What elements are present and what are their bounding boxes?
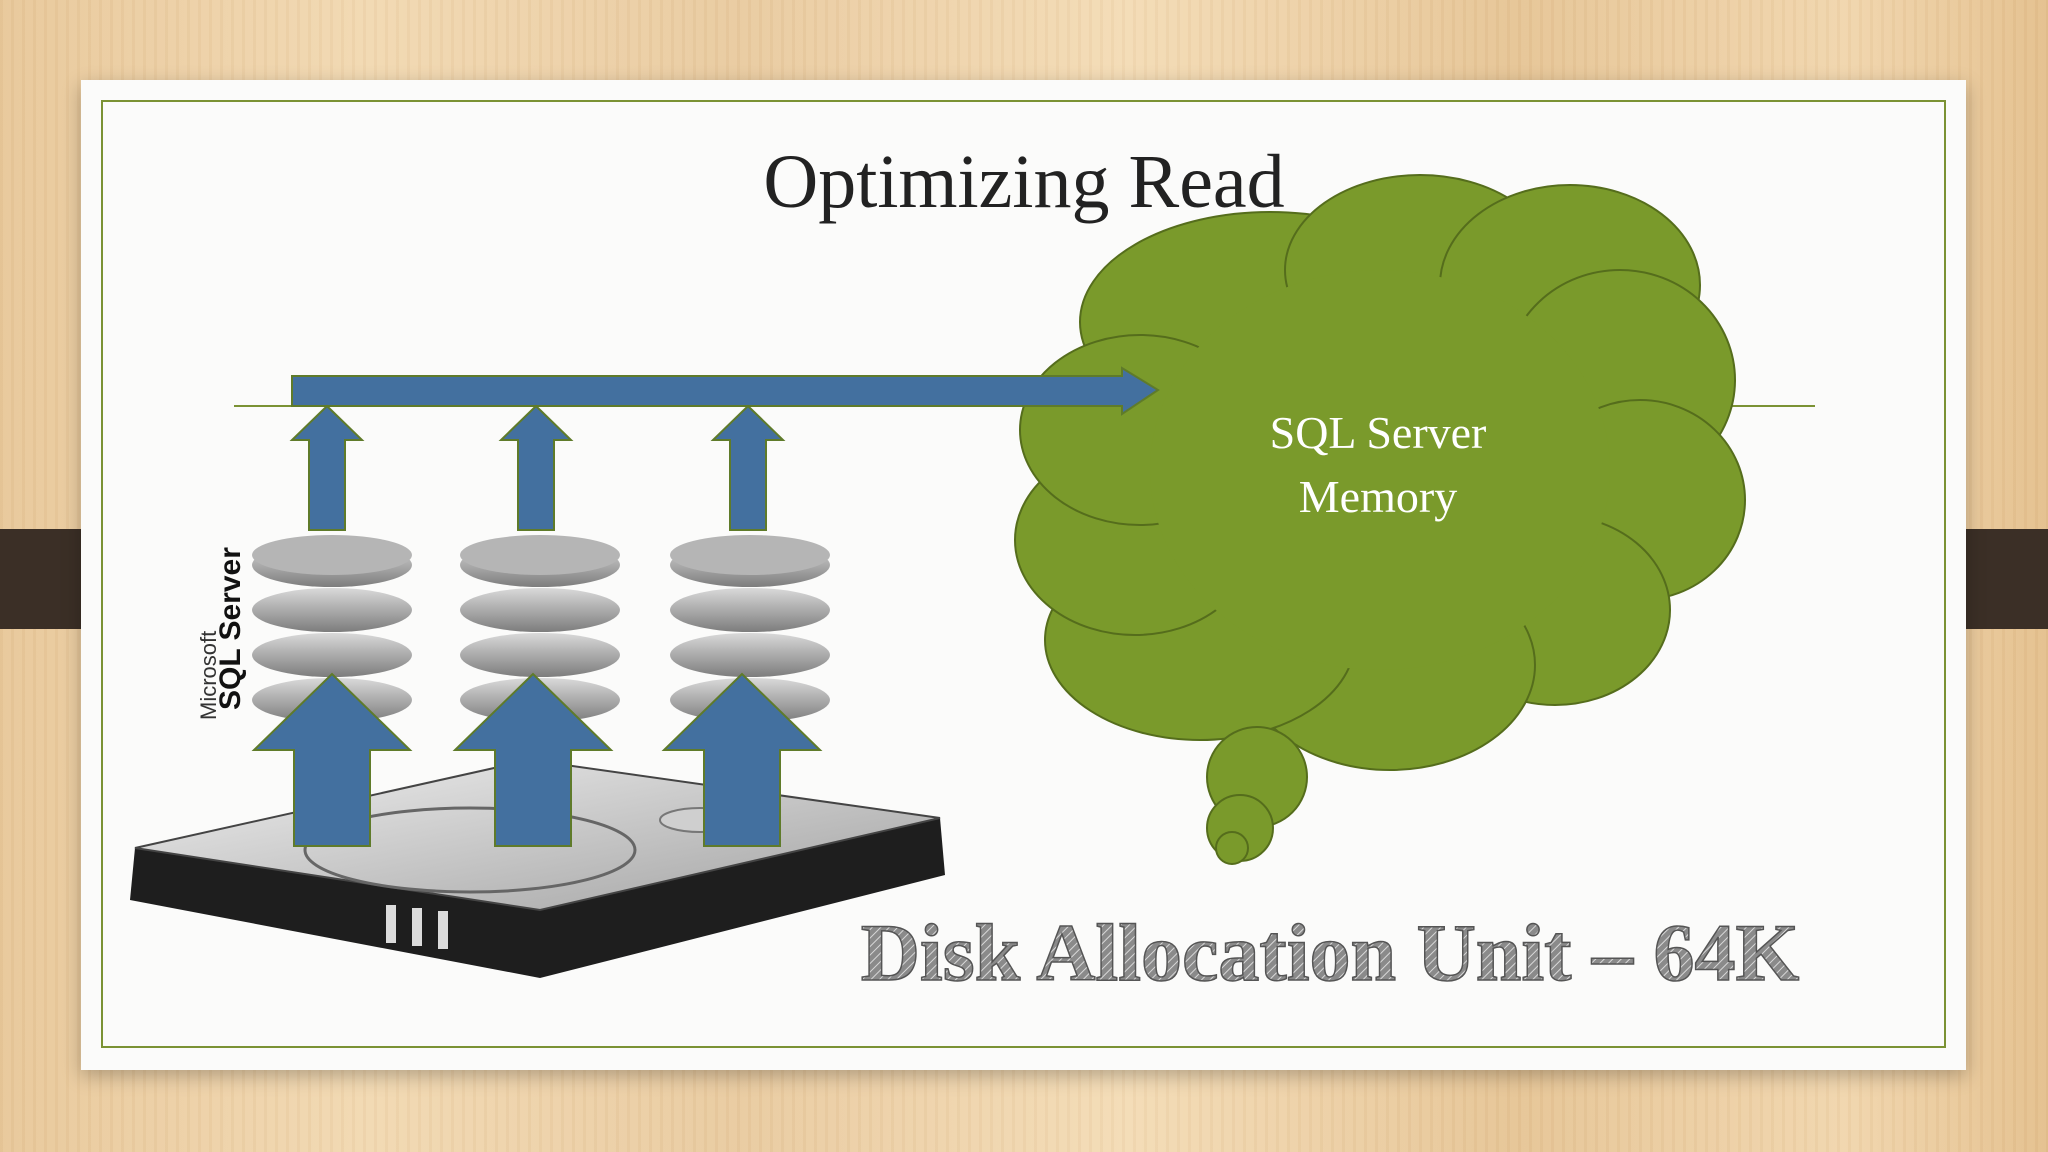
arrow-up-icon xyxy=(251,672,413,847)
arrow-up-icon xyxy=(710,404,786,531)
database-icon xyxy=(252,535,412,722)
sql-server-logo: Microsoft SQL Server xyxy=(196,547,247,720)
arrow-up-icon xyxy=(498,404,574,531)
logo-sqlserver-text: SQL Server xyxy=(214,547,247,710)
slide-caption: Disk Allocation Unit – 64K xyxy=(861,907,1800,998)
arrow-up-icon xyxy=(289,404,365,531)
arrow-right-icon xyxy=(291,366,1160,416)
arrow-up-icon xyxy=(661,672,823,847)
arrow-up-icon xyxy=(452,672,614,847)
thought-cloud-icon xyxy=(1014,174,1746,771)
logo-microsoft-text: Microsoft xyxy=(196,631,221,720)
cloud-label-line2: Memory xyxy=(1299,471,1457,522)
slide-title: Optimizing Read xyxy=(763,140,1284,224)
slide-frame xyxy=(101,100,1946,1048)
thought-bubble-trail xyxy=(1206,726,1308,865)
cloud-label-line1: SQL Server xyxy=(1270,407,1487,458)
